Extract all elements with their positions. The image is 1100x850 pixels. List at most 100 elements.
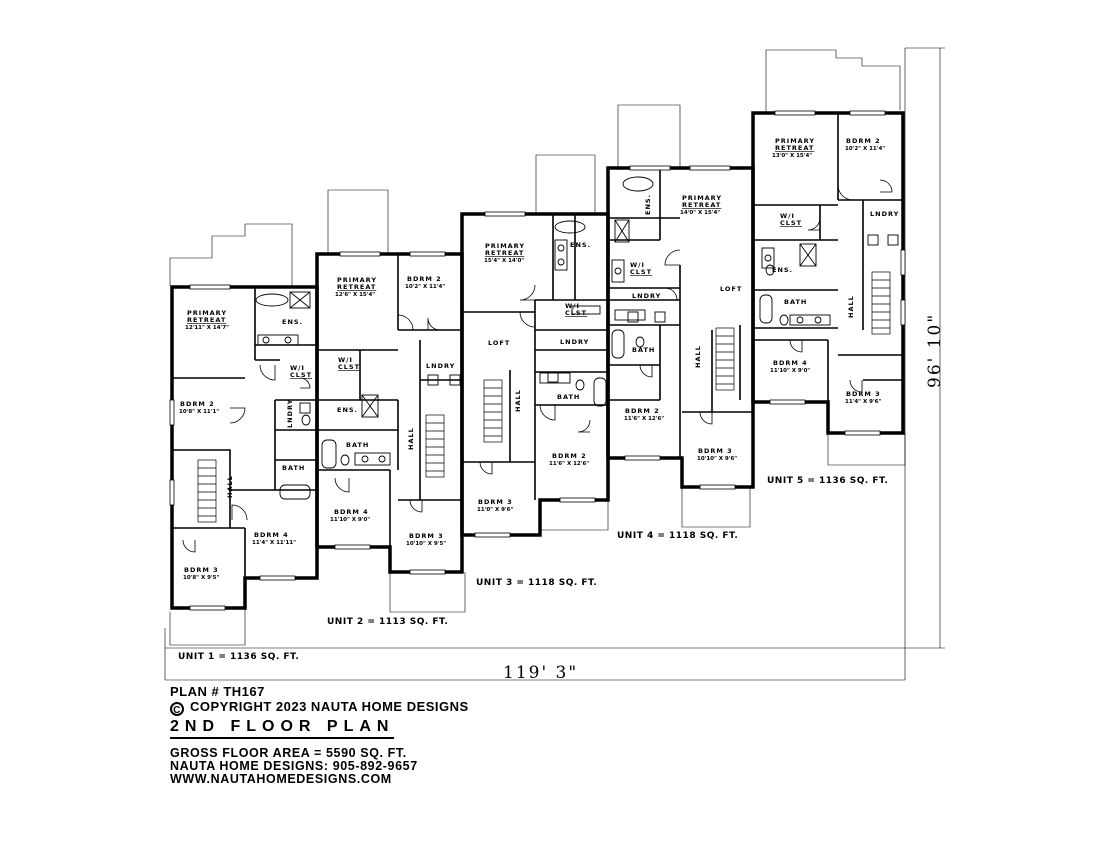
unit-4-bdrm3-dim: 10'10" X 9'6" [697, 456, 737, 462]
copyright-line: C COPYRIGHT 2023 NAUTA HOME DESIGNS [170, 699, 469, 716]
copyright-icon: C [170, 702, 184, 716]
unit-3-retreat-label: RETREAT [485, 249, 524, 257]
unit-2-bdrm3-dim: 10'10" X 9'5" [406, 541, 446, 547]
unit-3-loft-label: LOFT [488, 339, 510, 347]
unit-4-bath-label: BATH [632, 346, 655, 354]
unit-5-primary-dim: 13'0" X 15'4" [772, 153, 812, 159]
unit-2-bath-label: BATH [346, 441, 369, 449]
unit-1-area-label: UNIT 1 = 1136 SQ. FT. [178, 652, 299, 662]
unit-2-lndry-label: LNDRY [426, 362, 455, 370]
unit-2-clst-label: CLST [338, 363, 360, 371]
plan-number: PLAN # TH167 [170, 684, 265, 699]
unit-3-primary-dim: 15'4" X 14'0" [484, 258, 524, 264]
unit-5-bdrm4-label: BDRM 4 [773, 359, 808, 367]
windows [169, 110, 906, 611]
unit-2-bdrm3-label: BDRM 3 [409, 532, 444, 540]
unit-5-bdrm4-dim: 11'10" X 9'0" [770, 368, 810, 374]
unit-3-wic-label: W/I [565, 302, 580, 310]
drawing-title: 2ND FLOOR PLAN [170, 718, 395, 739]
unit-5-bdrm2-dim: 10'2" X 11'4" [845, 146, 885, 152]
unit-2-hall-label: HALL [407, 427, 415, 450]
unit-1-bdrm2-dim: 10'8" X 11'1" [179, 409, 219, 415]
unit-2-area-label: UNIT 2 = 1113 SQ. FT. [327, 617, 448, 627]
unit-3-lndry-label: LNDRY [560, 338, 589, 346]
unit-3-ens-label: ENS. [570, 241, 591, 249]
unit-2-primary-dim: 12'6" X 15'4" [335, 292, 375, 298]
unit-1-bdrm2-label: BDRM 2 [180, 400, 215, 408]
unit-1-room-labels: PRIMARY RETREAT 12'11" X 14'7" ENS. W/I … [179, 309, 312, 581]
gross-floor-area: GROSS FLOOR AREA = 5590 SQ. FT. [170, 746, 407, 760]
unit-3-bath-label: BATH [557, 393, 580, 401]
unit-4-room-labels: PRIMARY RETREAT 14'0" X 15'4" ENS. W/I C… [624, 194, 742, 462]
unit-3-hall-label: HALL [514, 389, 522, 412]
unit-1-primary-label: PRIMARY [187, 309, 227, 317]
interior-walls [172, 113, 903, 578]
unit-1-bdrm4-dim: 11'4" X 11'11" [252, 540, 296, 546]
unit-5-clst-label: CLST [780, 219, 802, 227]
unit-1-ens-label: ENS. [282, 318, 303, 326]
door-swings [182, 179, 893, 553]
unit-4-loft-label: LOFT [720, 285, 742, 293]
unit-2-wic-label: W/I [338, 356, 353, 364]
company-website: WWW.NAUTAHOMEDESIGNS.COM [170, 772, 392, 786]
fixtures [255, 176, 899, 500]
site-outlines [164, 47, 945, 681]
unit-4-lndry-label: LNDRY [632, 292, 661, 300]
unit-4-primary-label: PRIMARY [682, 194, 722, 202]
unit-5-bdrm2-label: BDRM 2 [846, 137, 881, 145]
unit-4-bdrm3-label: BDRM 3 [698, 447, 733, 455]
title-block: PLAN # TH167 C COPYRIGHT 2023 NAUTA HOME … [170, 684, 469, 786]
unit-2-bdrm4-dim: 11'10" X 9'0" [330, 517, 370, 523]
unit-1-bdrm4-label: BDRM 4 [254, 531, 289, 539]
unit-1-lndry-label: LNDRY [286, 399, 294, 428]
unit-5-room-labels: PRIMARY RETREAT 13'0" X 15'4" BDRM 2 10'… [770, 137, 899, 405]
unit-5-primary-label: PRIMARY [775, 137, 815, 145]
unit-4-wic-label: W/I [630, 261, 645, 269]
unit-5-bdrm3-dim: 11'4" X 9'6" [845, 399, 881, 405]
unit-1-bdrm3-dim: 10'8" X 9'5" [183, 575, 219, 581]
unit-5-area-label: UNIT 5 = 1136 SQ. FT. [767, 476, 888, 486]
unit-2-bdrm4-label: BDRM 4 [334, 508, 369, 516]
unit-5-wic-label: W/I [780, 212, 795, 220]
unit-4-bdrm2-label: BDRM 2 [625, 407, 660, 415]
unit-3-bdrm3-label: BDRM 3 [478, 498, 513, 506]
unit-2-ens-label: ENS. [337, 406, 358, 414]
unit-4-hall-label: HALL [694, 345, 702, 368]
unit-2-room-labels: PRIMARY RETREAT 12'6" X 15'4" BDRM 2 10'… [330, 275, 455, 547]
unit-2-bdrm2-label: BDRM 2 [407, 275, 442, 283]
unit-1-retreat-label: RETREAT [187, 316, 226, 324]
copyright-text: COPYRIGHT 2023 NAUTA HOME DESIGNS [190, 699, 469, 714]
unit-5-outline [751, 111, 905, 435]
stairs [197, 271, 891, 523]
unit-2-primary-label: PRIMARY [337, 276, 377, 284]
unit-1-bdrm3-label: BDRM 3 [184, 566, 219, 574]
unit-4-bdrm2-dim: 11'6" X 12'6" [624, 416, 664, 422]
unit-3-bdrm3-dim: 11'0" X 9'6" [477, 507, 513, 513]
unit-3-primary-label: PRIMARY [485, 242, 525, 250]
unit-3-clst-label: CLST [565, 309, 587, 317]
unit-2-retreat-label: RETREAT [337, 283, 376, 291]
unit-3-room-labels: PRIMARY RETREAT 15'4" X 14'0" ENS. W/I C… [477, 241, 591, 513]
unit-3-bdrm2-label: BDRM 2 [552, 452, 587, 460]
unit-5-retreat-label: RETREAT [775, 144, 814, 152]
unit-3-bdrm2-dim: 11'6" X 12'6" [549, 461, 589, 467]
unit-4-ens-label: ENS. [644, 194, 652, 215]
company-phone: NAUTA HOME DESIGNS: 905-892-9657 [170, 759, 418, 773]
overall-depth-dimension: 96' 10" [925, 313, 945, 388]
unit-4-area-label: UNIT 4 = 1118 SQ. FT. [617, 531, 738, 541]
unit-2-bdrm2-dim: 10'2" X 11'4" [405, 284, 445, 290]
unit-3-area-label: UNIT 3 = 1118 SQ. FT. [476, 578, 597, 588]
unit-1-primary-dim: 12'11" X 14'7" [185, 325, 229, 331]
unit-5-lndry-label: LNDRY [870, 210, 899, 218]
unit-area-labels: UNIT 1 = 1136 SQ. FT. UNIT 2 = 1113 SQ. … [178, 476, 888, 662]
unit-4-clst-label: CLST [630, 268, 652, 276]
unit-5-hall-label: HALL [847, 295, 855, 318]
unit-5-bath-label: BATH [784, 298, 807, 306]
unit-1-wic-label: W/I [290, 364, 305, 372]
unit-4-primary-dim: 14'0" X 15'4" [680, 210, 720, 216]
unit-5-bdrm3-label: BDRM 3 [846, 390, 881, 398]
unit-1-clst-label: CLST [290, 371, 312, 379]
unit-1-hall-label: HALL [226, 475, 234, 498]
overall-width-dimension: 119' 3" [503, 663, 578, 683]
